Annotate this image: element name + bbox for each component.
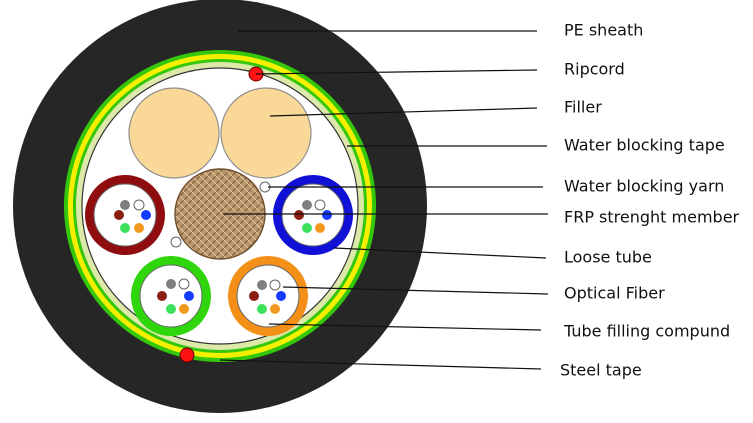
water-blocking-yarn-left	[170, 236, 182, 248]
optical-fiber-gray	[166, 279, 176, 289]
labels: PE sheath Ripcord Filler Water blocking …	[560, 21, 740, 380]
optical-fiber-blue	[184, 291, 194, 301]
label-steel-tape: Steel tape	[560, 361, 642, 380]
optical-fiber-white	[133, 199, 145, 211]
optical-fiber-gray	[257, 280, 267, 290]
label-loose-tube: Loose tube	[564, 248, 652, 267]
filler-right	[220, 87, 312, 179]
optical-fiber-brown	[249, 291, 259, 301]
optical-fiber-blue	[276, 291, 286, 301]
label-water-blocking-tape: Water blocking tape	[564, 136, 725, 155]
optical-fiber-orange	[315, 223, 325, 233]
leader-ripcord	[255, 69, 538, 75]
label-tube-filling-compound: Tube filling compund	[563, 322, 730, 341]
optical-fiber-blue	[322, 210, 332, 220]
optical-fiber-green	[302, 223, 312, 233]
optical-fiber-gray	[302, 200, 312, 210]
optical-fiber-brown	[114, 210, 124, 220]
optical-fiber-green	[120, 223, 130, 233]
optical-fiber-brown	[157, 291, 167, 301]
label-frp-strength-member: FRP strenght member	[564, 208, 740, 227]
leader-tube-filling-compound	[268, 323, 542, 331]
optical-fiber-white	[269, 279, 281, 291]
loose-tube-red	[85, 175, 165, 255]
leader-loose-tube	[333, 247, 547, 259]
loose-tube-blue	[273, 175, 353, 255]
leader-filler	[269, 107, 538, 117]
optical-fiber-orange	[179, 304, 189, 314]
loose-tube-green	[131, 256, 211, 336]
optical-fiber-green	[166, 304, 176, 314]
loose-tube-orange	[228, 256, 308, 336]
optical-fiber-blue	[141, 210, 151, 220]
label-optical-fiber: Optical Fiber	[564, 284, 665, 303]
leader-optical-fiber	[282, 286, 549, 295]
leader-steel-tape	[219, 359, 542, 370]
optical-fiber-gray	[120, 200, 130, 210]
filler-left	[128, 87, 220, 179]
cable-cross-section	[13, 0, 427, 413]
label-filler: Filler	[564, 98, 602, 117]
ripcord-bottom	[179, 347, 195, 363]
optical-fiber-orange	[134, 223, 144, 233]
label-water-blocking-yarn: Water blocking yarn	[564, 177, 724, 196]
optical-fiber-brown	[294, 210, 304, 220]
optical-fiber-green	[257, 304, 267, 314]
optical-fiber-orange	[270, 304, 280, 314]
optical-fiber-white	[314, 199, 326, 211]
label-ripcord: Ripcord	[564, 60, 625, 79]
label-pe-sheath: PE sheath	[564, 21, 643, 40]
optical-fiber-white	[178, 278, 190, 290]
leader-lines	[219, 30, 549, 370]
